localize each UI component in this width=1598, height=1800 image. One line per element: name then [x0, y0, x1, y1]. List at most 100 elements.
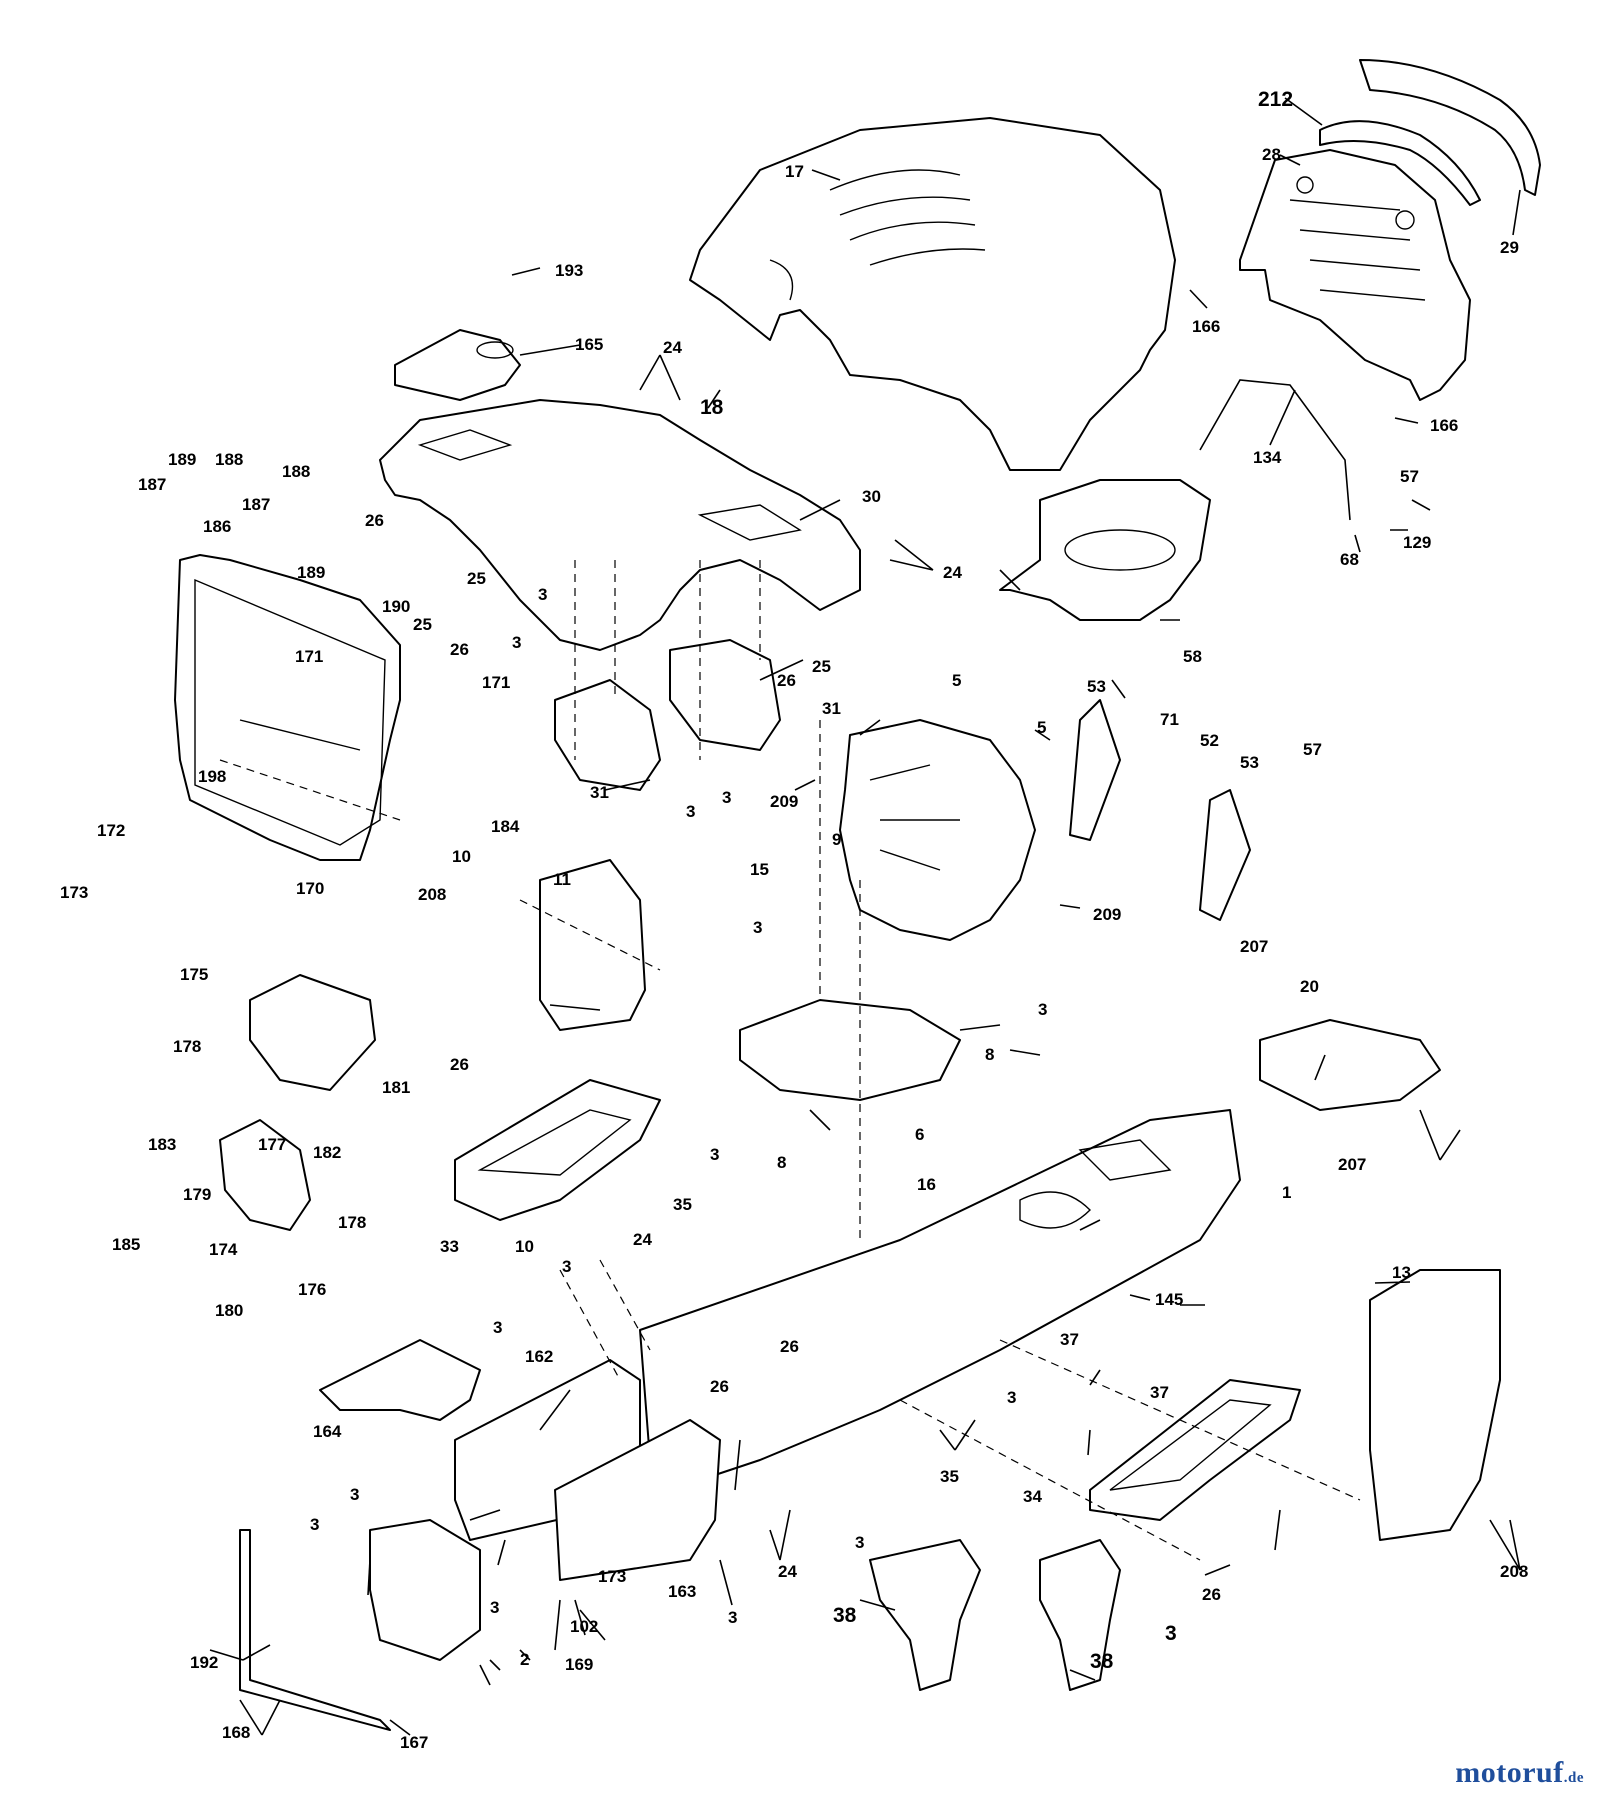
part-console-cover-165 — [394, 329, 521, 401]
callout-34: 34 — [1023, 1487, 1042, 1506]
callout-26-dash-right: 26 — [777, 671, 796, 690]
callout-37-lower: 37 — [1150, 1383, 1169, 1402]
callout-183: 183 — [148, 1135, 176, 1154]
callout-8-lower: 8 — [777, 1153, 786, 1172]
part-dash-support-31 — [554, 639, 781, 791]
callout-188-left: 188 — [215, 450, 243, 469]
callout-3-footrest: 3 — [710, 1145, 719, 1164]
part-footrest-33 — [454, 1079, 661, 1221]
callout-187-right: 187 — [242, 495, 270, 514]
callout-193: 193 — [555, 261, 583, 280]
callout-5-lower: 5 — [1037, 718, 1046, 737]
part-control-panel-9 — [839, 719, 1036, 941]
callout-184: 184 — [491, 817, 520, 836]
callout-188-right: 188 — [282, 462, 310, 481]
callout-162: 162 — [525, 1347, 553, 1366]
callout-178-upper: 178 — [173, 1037, 201, 1056]
callout-16: 16 — [917, 1175, 936, 1194]
part-bracket-212 — [1319, 120, 1481, 206]
part-front-panel-170 — [174, 554, 401, 861]
watermark-suffix: .de — [1563, 1770, 1584, 1786]
callout-31-right: 31 — [822, 699, 841, 718]
callout-37-upper: 37 — [1060, 1330, 1079, 1349]
part-support-plate-11 — [539, 859, 646, 1031]
callout-13: 13 — [1392, 1263, 1411, 1282]
callout-3-battery-upper: 3 — [753, 918, 762, 937]
callout-15: 15 — [750, 860, 769, 879]
callout-57-upper: 57 — [1400, 467, 1419, 486]
callout-20: 20 — [1300, 977, 1319, 996]
part-footrest-20 — [1259, 1019, 1441, 1111]
part-bumper-167 — [239, 1529, 391, 1731]
callout-208-left: 208 — [418, 885, 446, 904]
callout-71: 71 — [1160, 710, 1179, 729]
callout-53-right: 53 — [1240, 753, 1259, 772]
callout-31-left: 31 — [590, 783, 609, 802]
callout-35-upper: 35 — [673, 1195, 692, 1214]
callout-190: 190 — [382, 597, 410, 616]
callout-24-dash-right: 24 — [943, 563, 962, 582]
callout-3-bracket-right: 3 — [1165, 1622, 1177, 1645]
callout-192: 192 — [190, 1653, 218, 1672]
callout-3-frame-right: 3 — [1007, 1388, 1016, 1407]
callout-172: 172 — [97, 821, 125, 840]
callout-167: 167 — [400, 1733, 428, 1752]
callout-182: 182 — [313, 1143, 341, 1162]
part-guard-164 — [319, 1339, 481, 1421]
callout-9: 9 — [832, 830, 841, 849]
callout-173-lower: 173 — [598, 1567, 626, 1586]
callout-3-bracket-small: 3 — [490, 1598, 499, 1617]
callout-10-lower: 10 — [515, 1237, 534, 1256]
callout-10-upper: 10 — [452, 847, 471, 866]
callout-209-lower: 209 — [1093, 905, 1121, 924]
callout-68: 68 — [1340, 550, 1359, 569]
callout-53-left: 53 — [1087, 677, 1106, 696]
callout-209-upper: 209 — [770, 792, 798, 811]
part-frame-1 — [639, 1109, 1241, 1481]
callout-3-bracket-upper: 3 — [855, 1533, 864, 1552]
callout-207-lower: 207 — [1338, 1155, 1366, 1174]
callout-8-upper: 8 — [985, 1045, 994, 1064]
callout-174: 174 — [209, 1240, 238, 1259]
callout-171-inner: 171 — [295, 647, 323, 666]
callout-17: 17 — [785, 162, 804, 181]
callout-24-frame: 24 — [633, 1230, 652, 1249]
callout-168: 168 — [222, 1723, 250, 1742]
callout-28: 28 — [1262, 145, 1281, 164]
callout-163: 163 — [668, 1582, 696, 1601]
callout-207-upper: 207 — [1240, 937, 1268, 956]
callout-38-left: 38 — [833, 1604, 857, 1627]
callout-3-plate: 3 — [350, 1485, 359, 1504]
callout-145: 145 — [1155, 1290, 1183, 1309]
callout-38-right: 38 — [1090, 1650, 1114, 1673]
part-bracket-38 — [869, 1539, 1121, 1691]
callout-185: 185 — [112, 1235, 140, 1254]
callout-1: 1 — [1282, 1183, 1291, 1202]
part-rod-134 — [1199, 379, 1351, 521]
callout-170: 170 — [296, 879, 324, 898]
part-bracket-53 — [1069, 699, 1251, 921]
callout-25-front-panel: 25 — [413, 615, 432, 634]
part-heat-shield-58 — [999, 479, 1211, 621]
callout-3-dash-left: 3 — [512, 633, 521, 652]
leader-lines — [209, 97, 1521, 1736]
callout-212: 212 — [1258, 88, 1293, 111]
callout-6: 6 — [915, 1125, 924, 1144]
callout-3-dash-center: 3 — [538, 585, 547, 604]
callout-35-lower: 35 — [940, 1467, 959, 1486]
callout-57-lower: 57 — [1303, 740, 1322, 759]
callout-52: 52 — [1200, 731, 1219, 750]
callout-166-upper: 166 — [1192, 317, 1220, 336]
part-bumper-29 — [1359, 59, 1541, 196]
callout-3-guard: 3 — [493, 1318, 502, 1337]
callout-3-frame-left: 3 — [562, 1257, 571, 1276]
callout-3-bolt-lower: 3 — [728, 1608, 737, 1627]
callout-26-frame-lower: 26 — [710, 1377, 729, 1396]
callout-3-support-right: 3 — [722, 788, 731, 807]
callout-25-dash-left: 25 — [467, 569, 486, 588]
callout-33: 33 — [440, 1237, 459, 1256]
part-dash-panel-30 — [379, 399, 861, 651]
callout-175: 175 — [180, 965, 208, 984]
part-bracket-2 — [369, 1519, 481, 1661]
